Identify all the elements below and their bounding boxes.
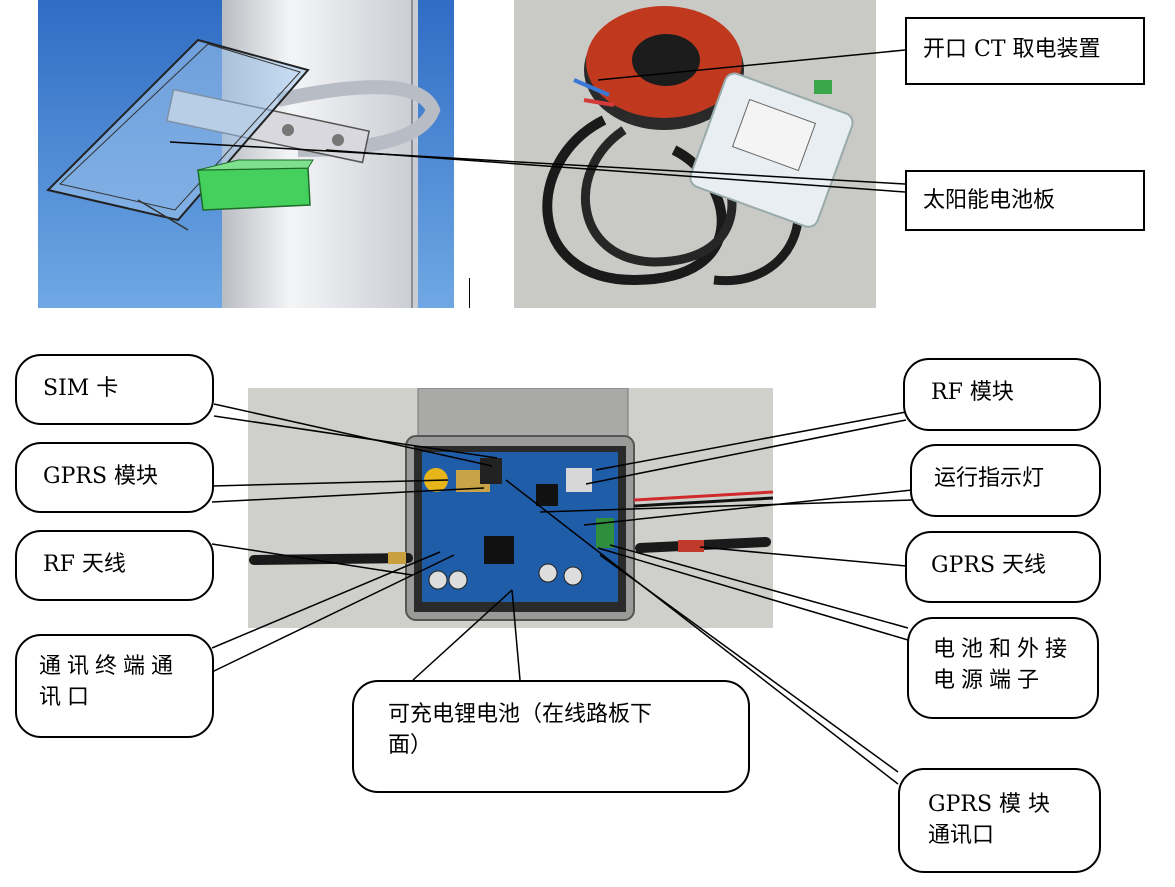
- label-gprs-antenna: GPRS 天线: [905, 531, 1101, 603]
- label-rf-antenna: RF 天线: [15, 530, 214, 601]
- label-terminal-port: 通讯终端通 讯口: [15, 634, 214, 738]
- label-solar-panel: 太阳能电池板: [905, 170, 1145, 231]
- label-li-battery-text: 可充电锂电池（在线路板下 面）: [388, 702, 653, 758]
- label-gprs-module-text: GPRS 模块: [43, 464, 159, 489]
- label-terminal-port-text: 通讯终端通 讯口: [39, 654, 180, 710]
- label-run-indicator-text: 运行指示灯: [934, 466, 1045, 491]
- separator-mark: [469, 278, 470, 308]
- label-ct-device: 开口 CT 取电装置: [905, 17, 1145, 85]
- ct-device-photo: [514, 0, 876, 308]
- label-li-battery: 可充电锂电池（在线路板下 面）: [352, 680, 750, 793]
- label-gprs-port-text: GPRS 模 块 通讯口: [928, 792, 1050, 848]
- label-gprs-antenna-text: GPRS 天线: [931, 553, 1047, 578]
- label-ct-device-text: 开口 CT 取电装置: [923, 37, 1101, 62]
- label-gprs-module: GPRS 模块: [15, 442, 214, 513]
- ct-device-illustration: [514, 0, 876, 308]
- label-rf-module: RF 模块: [903, 358, 1101, 431]
- label-solar-panel-text: 太阳能电池板: [923, 188, 1056, 213]
- label-battery-terminal-text: 电池和外接 电源端子: [933, 637, 1074, 693]
- label-rf-antenna-text: RF 天线: [43, 552, 126, 577]
- label-run-indicator: 运行指示灯: [910, 444, 1101, 517]
- terminal-board-illustration: [248, 388, 773, 628]
- label-rf-module-text: RF 模块: [931, 380, 1014, 405]
- label-sim-card-text: SIM 卡: [43, 376, 119, 401]
- label-sim-card: SIM 卡: [15, 354, 214, 425]
- terminal-board-photo: [248, 388, 773, 628]
- label-battery-terminal: 电池和外接 电源端子: [907, 617, 1099, 719]
- label-gprs-port: GPRS 模 块 通讯口: [898, 768, 1101, 873]
